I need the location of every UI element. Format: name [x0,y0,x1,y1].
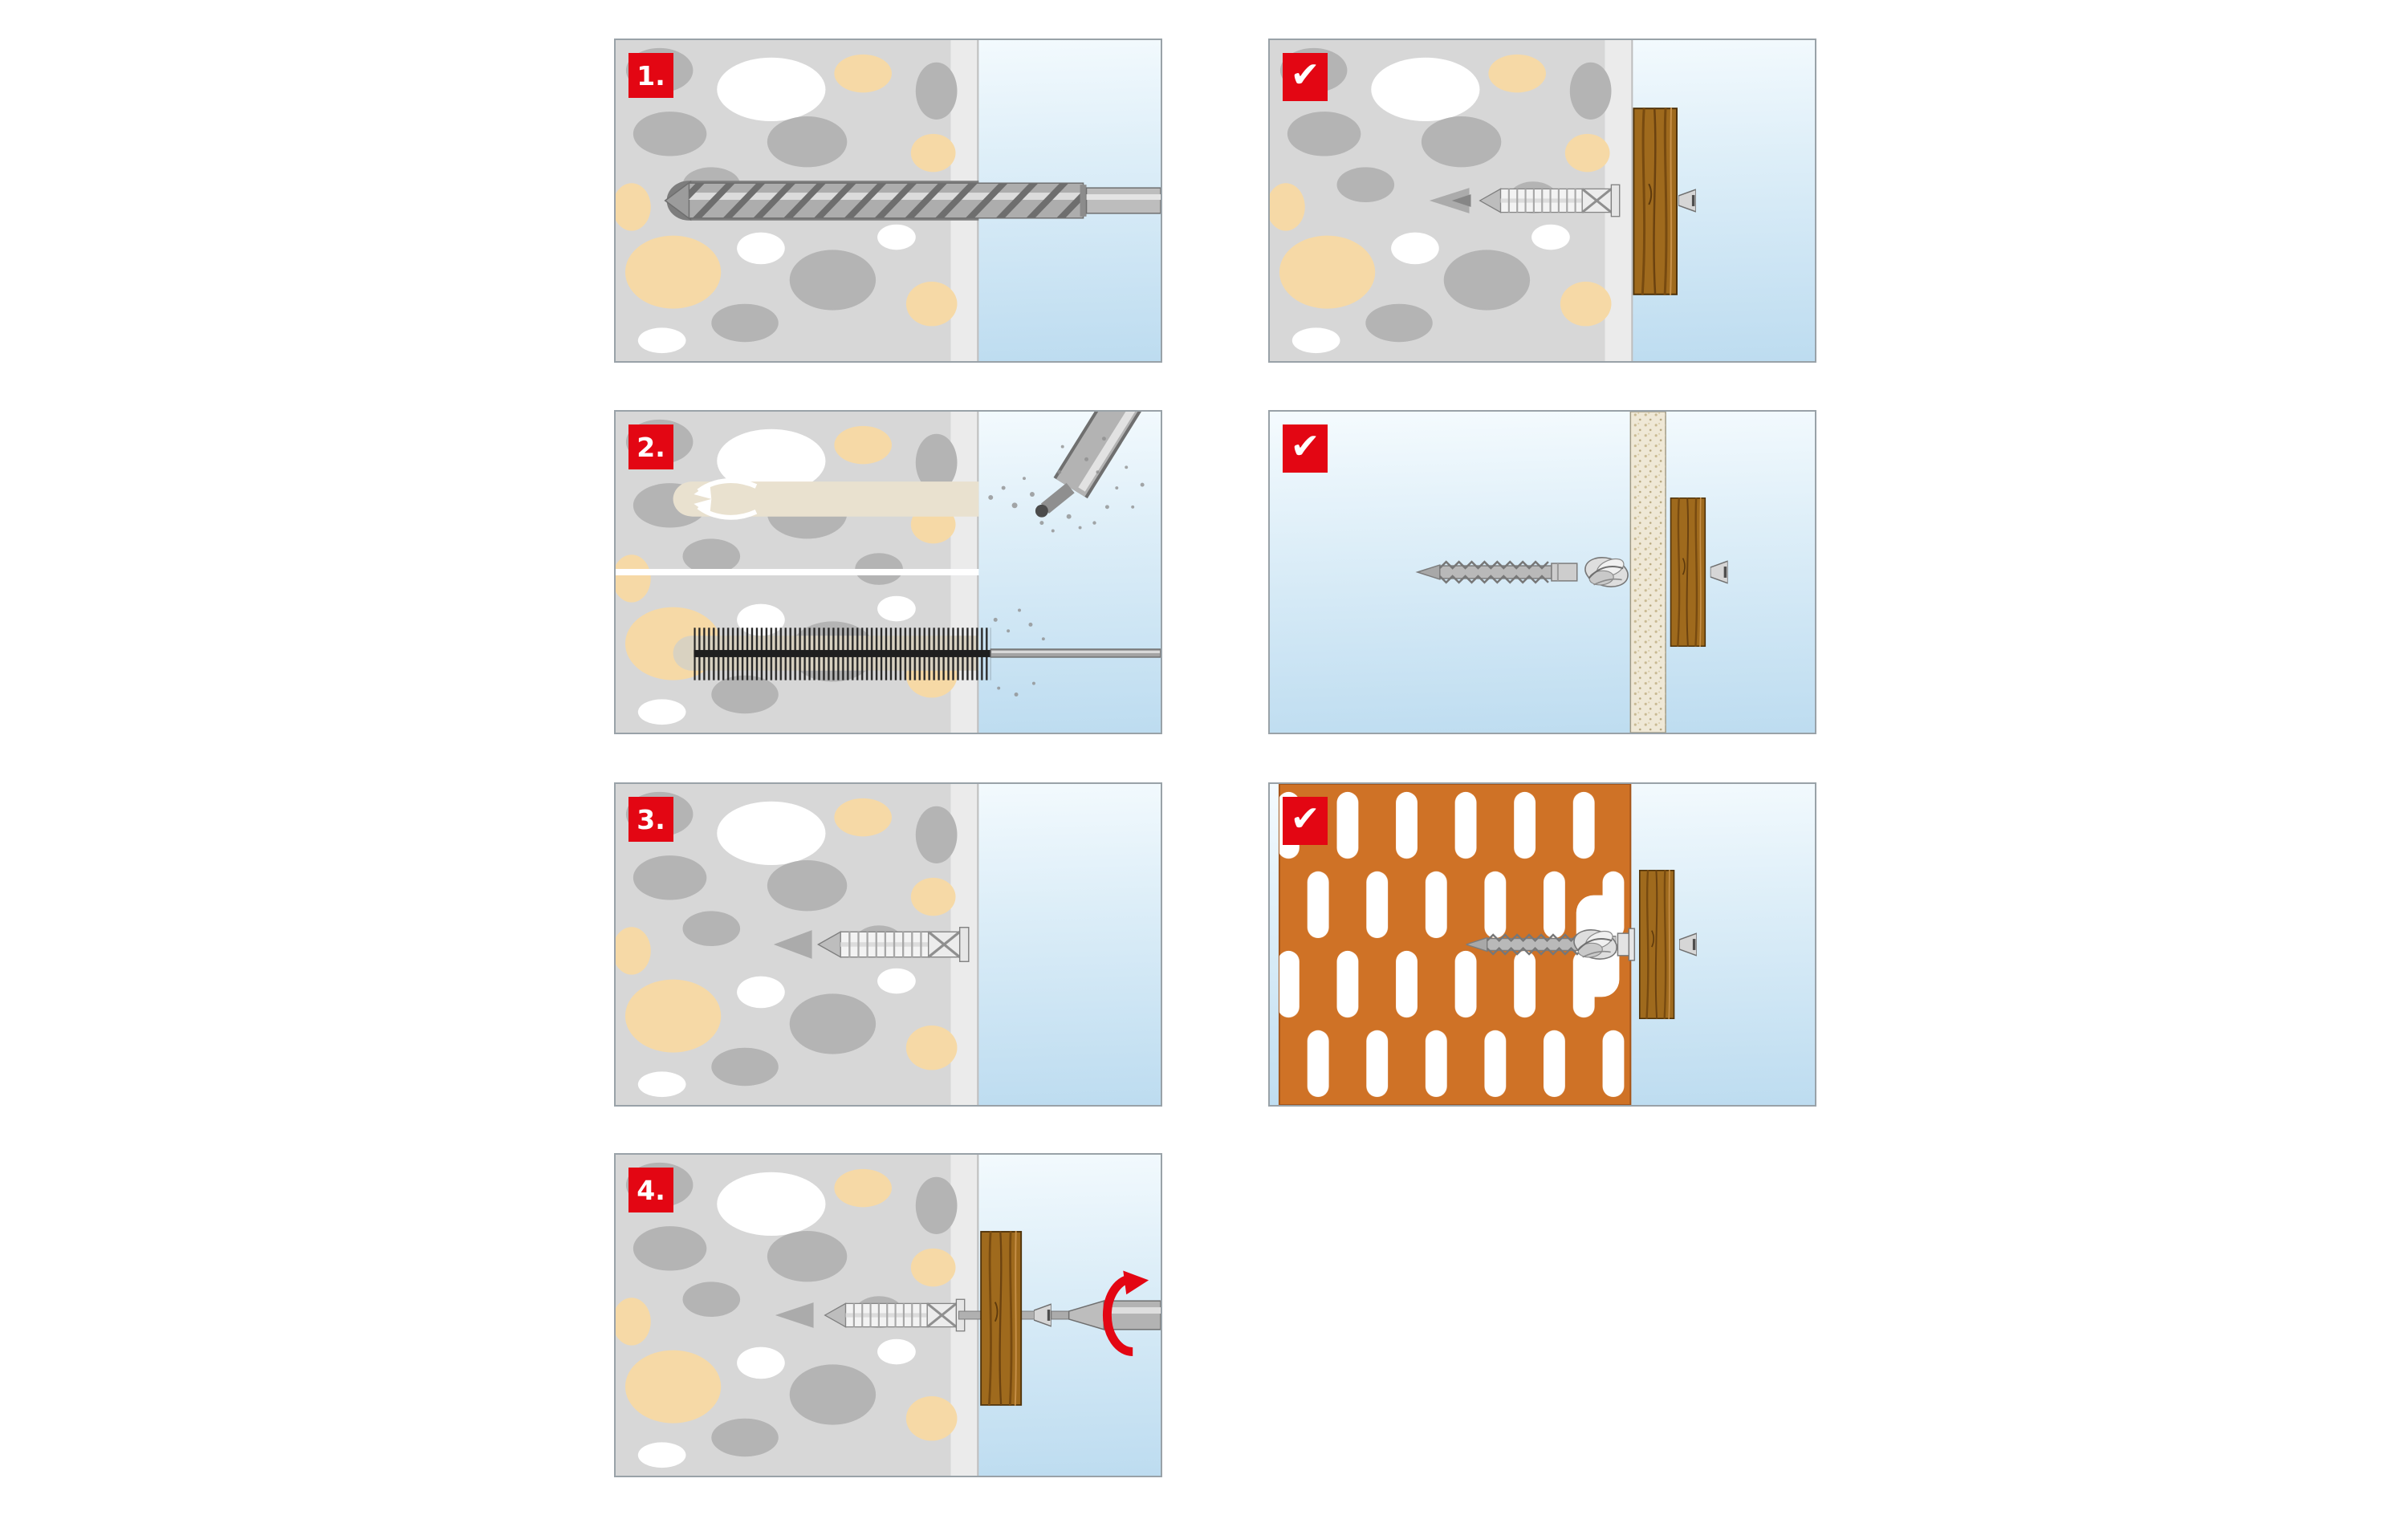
drill-bit [664,180,1161,221]
anchor-sleeve [1617,928,1636,961]
drill-hole-icon [616,40,1161,361]
hole-shadow [775,1302,814,1328]
dust-particles [988,437,1145,533]
anchor-knot [1580,552,1633,592]
anchor-set-in-solid-wall-icon [1270,40,1696,361]
hole-shadow [1429,188,1470,213]
blow-out-pump [1035,412,1141,518]
screw-tip [1451,194,1471,207]
wood-batten [1633,107,1678,296]
wall-anchor [816,925,970,964]
panel-step-2: 2. [614,410,1162,734]
air-flow-arrows [694,478,758,520]
wall-anchor [1478,183,1621,218]
check-badge: ✔ [1283,424,1328,473]
panel-step-1: 1. [614,39,1162,363]
screw-head [1678,932,1697,957]
step-3-badge: 3. [628,797,673,842]
clean-hole-blow-and-brush-icon [616,412,1161,733]
building-board [1629,412,1666,733]
panel-result-solid-wall: ✔ [1268,39,1816,363]
check-badge: ✔ [1283,53,1328,101]
step-1-badge: 1. [628,53,673,98]
wood-batten [1670,497,1706,648]
wood-batten [1638,869,1676,1020]
panel-step-3: 3. [614,782,1162,1107]
anchor-knotted-behind-board-icon [1416,412,1728,733]
panel-step-4: 4. [614,1153,1162,1477]
wall-anchor [823,1298,966,1333]
insert-anchor-icon [616,784,979,1105]
wood-batten [979,1231,1023,1406]
step-4-badge: 4. [628,1168,673,1212]
check-badge: ✔ [1283,797,1328,845]
screw-head [1710,560,1728,584]
screw-head [1678,189,1696,213]
step-2-badge: 2. [628,424,673,469]
panel-result-perforated-brick: ✔ [1268,782,1816,1107]
steel-brush [694,628,1161,680]
panel-result-board: ✔ [1268,410,1816,734]
hole-being-blown [673,481,979,517]
screwdriver [1051,1300,1161,1330]
anchor-knotted-in-perforated-brick-icon [1278,784,1697,1105]
drive-screw-with-screwdriver-icon [616,1155,1161,1476]
screw [1416,560,1579,584]
scene-divider [616,569,979,575]
rotation-arrow-icon [1102,1270,1149,1356]
brush-dust-particles [993,608,1045,697]
hole-shadow [773,930,812,959]
screw-head [1033,1303,1051,1327]
